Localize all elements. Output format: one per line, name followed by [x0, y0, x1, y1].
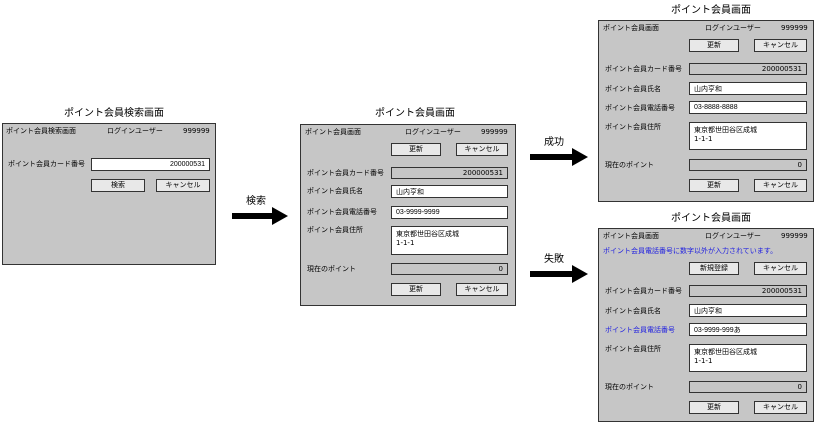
arrow-right-icon: [530, 148, 588, 166]
points-value: 0: [689, 381, 807, 393]
bottom-cancel-button[interactable]: キャンセル: [456, 283, 508, 296]
panel-title: ポイント会員画面: [603, 24, 659, 32]
arrow-label-failure: 失敗: [544, 254, 564, 265]
member-screen-heading: ポイント会員画面: [375, 108, 455, 119]
success-screen-panel: ポイント会員画面 ログインユーザー 999999 更新 キャンセル ポイント会員…: [598, 20, 814, 202]
member-screen-panel: ポイント会員画面 ログインユーザー 999999 更新 キャンセル ポイント会員…: [300, 124, 516, 306]
card-number-label: ポイント会員カード番号: [8, 160, 85, 168]
card-number-label: ポイント会員カード番号: [605, 287, 682, 295]
cancel-button[interactable]: キャンセル: [156, 179, 210, 192]
login-user-id: 999999: [781, 232, 808, 240]
login-user-label: ログインユーザー: [405, 128, 461, 136]
error-message: ポイント会員電話番号に数字以外が入力されています。: [603, 247, 778, 255]
login-user-id: 999999: [781, 24, 808, 32]
search-button[interactable]: 検索: [91, 179, 145, 192]
member-address-input[interactable]: 東京都世田谷区成城 1-1-1: [689, 122, 807, 150]
member-name-input[interactable]: [689, 304, 807, 317]
panel-title: ポイント会員画面: [603, 232, 659, 240]
member-name-input[interactable]: [391, 185, 508, 198]
card-number-value: 200000531: [689, 63, 807, 75]
card-number-label: ポイント会員カード番号: [307, 169, 384, 177]
login-user-label: ログインユーザー: [107, 127, 163, 135]
arrow-label-search: 検索: [246, 196, 266, 207]
update-button[interactable]: 更新: [689, 39, 739, 52]
bottom-cancel-button[interactable]: キャンセル: [754, 401, 807, 414]
member-address-label: ポイント会員住所: [307, 226, 363, 234]
member-address-input[interactable]: 東京都世田谷区成城 1-1-1: [689, 344, 807, 372]
member-address-label: ポイント会員住所: [605, 123, 661, 131]
points-label: 現在のポイント: [307, 265, 356, 273]
points-value: 0: [689, 159, 807, 171]
member-phone-input[interactable]: [689, 101, 807, 114]
member-name-input[interactable]: [689, 82, 807, 95]
card-number-value: 200000531: [391, 167, 508, 179]
member-name-label: ポイント会員氏名: [307, 187, 363, 195]
login-user-label: ログインユーザー: [705, 24, 761, 32]
card-number-input[interactable]: [91, 158, 210, 171]
login-user-id: 999999: [183, 127, 210, 135]
bottom-update-button[interactable]: 更新: [391, 283, 441, 296]
bottom-update-button[interactable]: 更新: [689, 401, 739, 414]
failure-screen-heading: ポイント会員画面: [671, 213, 751, 224]
member-phone-label: ポイント会員電話番号: [307, 208, 377, 216]
member-name-label: ポイント会員氏名: [605, 307, 661, 315]
points-label: 現在のポイント: [605, 383, 654, 391]
points-value: 0: [391, 263, 508, 275]
card-number-label: ポイント会員カード番号: [605, 65, 682, 73]
new-registration-button[interactable]: 新規登録: [689, 262, 739, 275]
success-screen-heading: ポイント会員画面: [671, 5, 751, 16]
update-button[interactable]: 更新: [391, 143, 441, 156]
login-user-label: ログインユーザー: [705, 232, 761, 240]
member-address-label: ポイント会員住所: [605, 345, 661, 353]
cancel-button[interactable]: キャンセル: [754, 39, 807, 52]
member-name-label: ポイント会員氏名: [605, 85, 661, 93]
member-address-input[interactable]: 東京都世田谷区成城 1-1-1: [391, 226, 508, 255]
login-user-id: 999999: [481, 128, 508, 136]
failure-screen-panel: ポイント会員画面 ログインユーザー 999999 ポイント会員電話番号に数字以外…: [598, 228, 814, 422]
member-phone-input[interactable]: [391, 206, 508, 219]
bottom-update-button[interactable]: 更新: [689, 179, 739, 192]
panel-title: ポイント会員画面: [305, 128, 361, 136]
arrow-label-success: 成功: [544, 137, 564, 148]
points-label: 現在のポイント: [605, 161, 654, 169]
search-screen-panel: ポイント会員検索画面 ログインユーザー 999999 ポイント会員カード番号 検…: [2, 123, 216, 265]
bottom-cancel-button[interactable]: キャンセル: [754, 179, 807, 192]
card-number-value: 200000531: [689, 285, 807, 297]
arrow-right-icon: [530, 265, 588, 283]
search-screen-heading: ポイント会員検索画面: [64, 108, 164, 119]
member-phone-label: ポイント会員電話番号: [605, 104, 675, 112]
member-phone-label-error: ポイント会員電話番号: [605, 326, 675, 334]
cancel-button[interactable]: キャンセル: [754, 262, 807, 275]
cancel-button[interactable]: キャンセル: [456, 143, 508, 156]
arrow-right-icon: [232, 207, 288, 225]
member-phone-input[interactable]: [689, 323, 807, 336]
panel-title: ポイント会員検索画面: [6, 127, 76, 135]
